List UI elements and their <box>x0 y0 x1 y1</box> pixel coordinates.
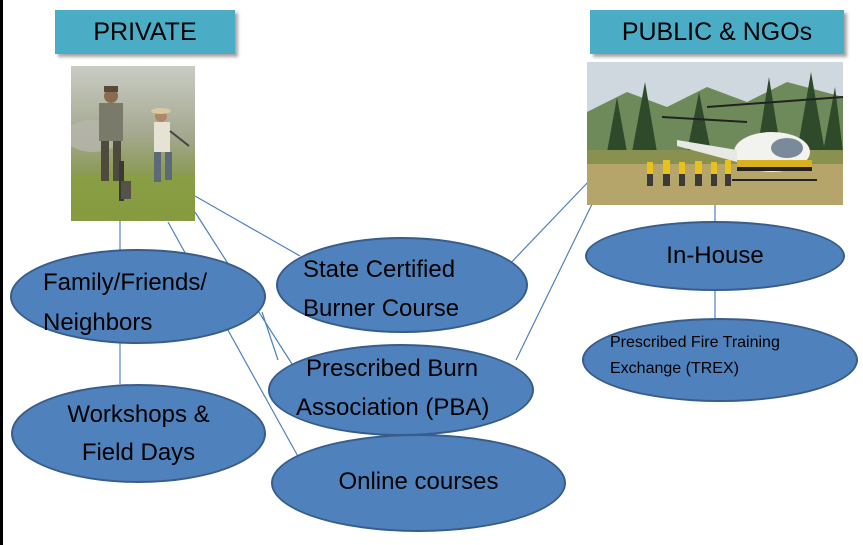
trex-node-line2: Exchange (TREX) <box>610 360 739 377</box>
in-house-node <box>585 221 845 291</box>
public-photo <box>587 62 843 205</box>
family-node-line2: Neighbors <box>43 309 153 336</box>
public-header: PUBLIC & NGOs <box>590 10 844 54</box>
private-header-label: PRIVATE <box>93 17 197 46</box>
family-node <box>10 249 266 344</box>
workshops-node <box>11 384 266 483</box>
trex-node <box>582 318 858 402</box>
in-house-node-label: In-House <box>666 242 764 269</box>
workshops-node-line2: Field Days <box>81 439 196 466</box>
private-photo <box>71 66 195 221</box>
trex-node-line1: Prescribed Fire Training <box>610 334 780 351</box>
state-course-node <box>276 237 528 333</box>
connector-photo-state <box>194 195 301 257</box>
public-header-label: PUBLIC & NGOs <box>621 17 813 46</box>
pba-node-line1: Prescribed Burn <box>306 355 479 382</box>
connector-public-pba <box>515 195 597 361</box>
connector-public-state <box>503 179 591 271</box>
workshops-node-line1: Workshops & <box>67 401 210 428</box>
private-header: PRIVATE <box>55 10 235 54</box>
family-node-line1: Family/Friends/ <box>43 269 208 296</box>
state-course-node-line1: State Certified <box>303 256 456 283</box>
state-course-node-line2: Burner Course <box>303 295 460 322</box>
left-border-line <box>0 0 3 545</box>
pba-node-line2: Association (PBA) <box>296 394 490 421</box>
online-courses-node-label: Online courses <box>338 468 499 495</box>
connector-family-pba <box>261 311 279 361</box>
online-courses-node <box>271 434 566 532</box>
